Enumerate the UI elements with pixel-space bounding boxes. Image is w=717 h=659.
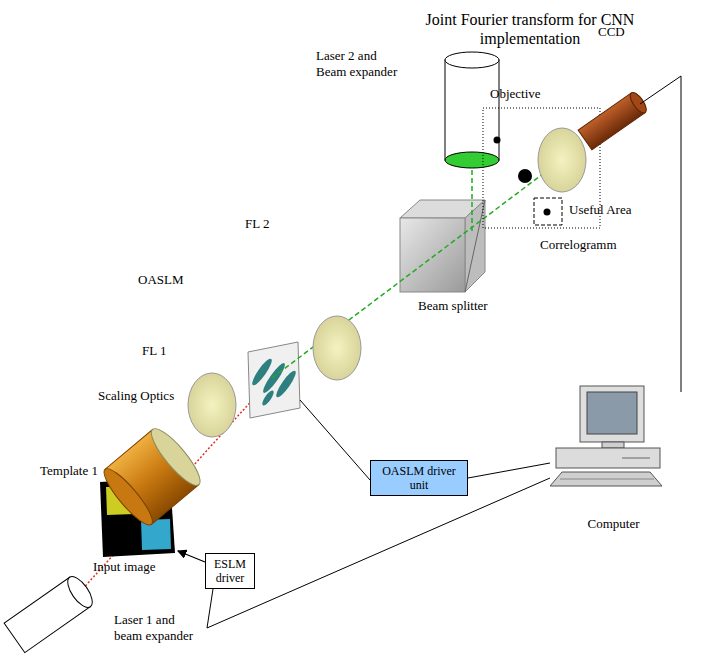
driver-box: ESLM driver	[205, 553, 255, 589]
node-text: ESLM driver	[210, 557, 250, 585]
part-label: Laser 2 and Beam expander	[316, 48, 404, 80]
part-label: FL 2	[245, 216, 269, 232]
node-text: Computer	[550, 516, 677, 532]
part-label: OASLM	[138, 272, 184, 288]
computer-node: Computer	[550, 378, 677, 532]
part-label: Beam splitter	[418, 298, 488, 314]
signal-wire	[468, 463, 550, 478]
part-label: Useful Area	[569, 202, 631, 218]
part-label: Input image	[93, 559, 155, 575]
part-label: Template 1	[40, 463, 98, 479]
driver-box: OASLM driver unit	[370, 460, 468, 496]
part-label: CCD	[598, 24, 625, 40]
part-label: FL 1	[142, 343, 166, 359]
part-label: Scaling Optics	[98, 388, 174, 404]
node-text: OASLM driver unit	[375, 464, 463, 492]
part-label: Objective	[490, 86, 541, 102]
part-label: Laser 1 and beam expander	[114, 612, 202, 644]
part-label: Correlogramm	[540, 237, 617, 253]
computer-icon	[550, 378, 665, 493]
signal-wire	[207, 478, 550, 628]
